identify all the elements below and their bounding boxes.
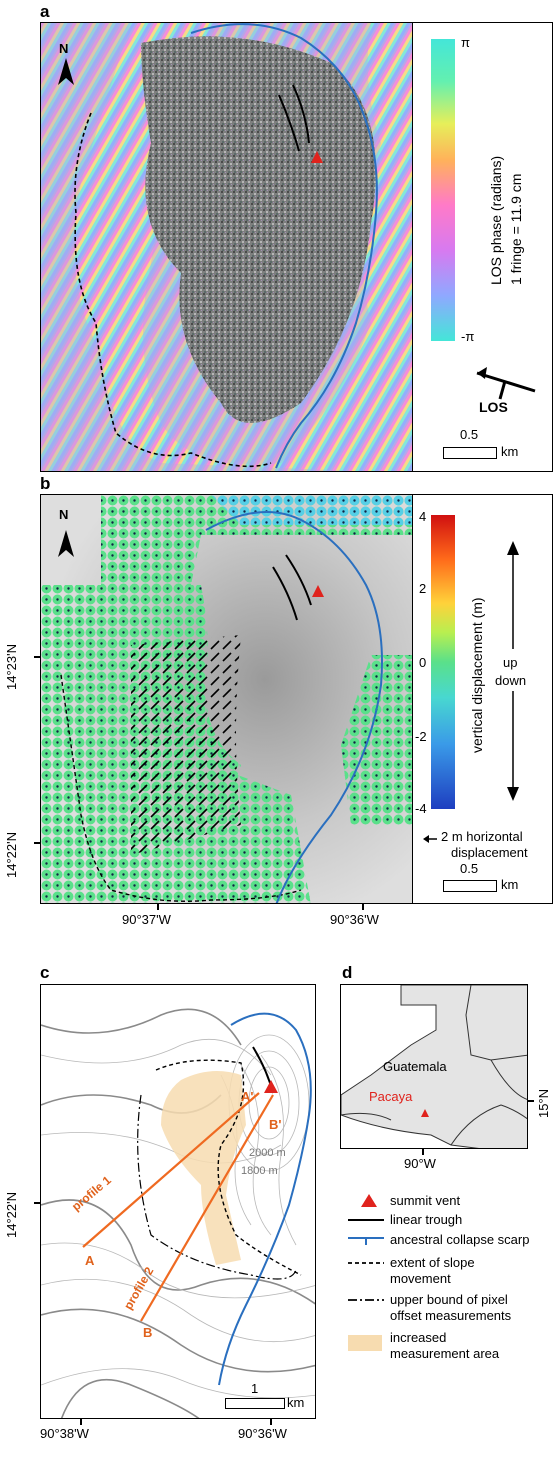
lon-tick-mark-2 xyxy=(362,904,364,910)
scale-unit-a: km xyxy=(501,444,519,459)
panel-a-label: a xyxy=(40,2,50,21)
legend-offset-1: upper bound of pixel xyxy=(390,1292,508,1307)
measurement-area-swatch xyxy=(348,1335,382,1351)
profile-1-line xyxy=(82,1092,260,1248)
down-label: down xyxy=(495,673,527,688)
summit-vent-marker-b xyxy=(312,585,324,597)
legend-area-2: measurement area xyxy=(390,1346,500,1361)
displacement-colorbar xyxy=(431,515,455,809)
contour-2000-label: 2000 m xyxy=(249,1147,286,1159)
panel-a-legend-box: π -π LOS phase (radians) 1 fringe = 11.9… xyxy=(413,22,553,472)
summit-vent-marker xyxy=(311,151,323,163)
north-label-b: N xyxy=(59,507,69,522)
cb-tick-3: -2 xyxy=(415,729,427,744)
scale-value-c: 1 xyxy=(251,1381,259,1396)
topo-svg xyxy=(41,985,315,1418)
legend-offset-2: offset measurements xyxy=(390,1308,512,1323)
colorbar-min: -π xyxy=(461,329,475,344)
interferogram-svg xyxy=(41,23,412,471)
lon-tick-mark-c-1 xyxy=(80,1419,82,1425)
lat-tick-b-2: 14°22'N xyxy=(4,832,19,878)
up-arrow-icon xyxy=(507,541,519,649)
lon-tick-b-2: 90°36'W xyxy=(330,912,379,927)
legend-slope-1: extent of slope xyxy=(390,1255,475,1270)
topo-map: profile 1 profile 2 A A' B B' 2000 m 180… xyxy=(40,984,316,1419)
profile-2-line xyxy=(140,1094,274,1322)
offset-bound-icon xyxy=(348,1299,384,1301)
horizontal-arrow-icon xyxy=(423,835,437,843)
lat-tick-mark-c xyxy=(34,1202,40,1204)
cb-tick-2: 0 xyxy=(419,655,427,670)
lat-tick-b-1: 14°23'N xyxy=(4,644,19,690)
cb-tick-0: 4 xyxy=(419,509,427,524)
scale-value-a: 0.5 xyxy=(460,427,479,442)
legend-summit-vent: summit vent xyxy=(390,1193,461,1208)
legend-slope-2: movement xyxy=(390,1271,451,1286)
cb-tick-4: -4 xyxy=(415,801,427,816)
scale-value-b: 0.5 xyxy=(460,861,479,876)
panel-d-label: d xyxy=(342,963,353,982)
scale-unit-b: km xyxy=(501,877,519,892)
lat-tick-mark-2 xyxy=(34,842,40,844)
location-svg xyxy=(341,985,527,1148)
arrow-label-2: displacement xyxy=(451,845,528,860)
legend-area-1: increased xyxy=(390,1330,447,1345)
legend-scarp: ancestral collapse scarp xyxy=(390,1232,530,1247)
scale-bar-c xyxy=(225,1398,285,1409)
legend-linear-trough: linear trough xyxy=(390,1212,463,1227)
pacaya-label: Pacaya xyxy=(369,1089,413,1104)
displacement-map: N xyxy=(40,494,413,904)
summit-vent-icon xyxy=(361,1194,377,1207)
colorbar-title-1: LOS phase (radians) xyxy=(488,155,504,285)
phase-colorbar xyxy=(431,39,455,341)
scale-bar-b xyxy=(443,880,497,892)
location-map: Guatemala Pacaya xyxy=(340,984,528,1149)
lon-tick-c-1: 90°38'W xyxy=(40,1426,89,1441)
los-label: LOS xyxy=(479,399,508,415)
linear-trough-icon xyxy=(348,1219,384,1221)
panel-c-label: c xyxy=(40,963,50,982)
lat-tick-mark-d xyxy=(528,1100,534,1102)
scarp-icon xyxy=(348,1237,384,1245)
scale-unit-c: km xyxy=(287,1395,305,1410)
cb-tick-1: 2 xyxy=(419,581,427,596)
displacement-colorbar-title: vertical displacement (m) xyxy=(469,597,485,753)
displacement-svg xyxy=(41,495,412,903)
panel-b-label: b xyxy=(40,474,51,493)
lat-tick-mark-1 xyxy=(34,656,40,658)
pacaya-marker xyxy=(421,1109,429,1117)
north-label: N xyxy=(59,41,69,56)
point-A-prime: A' xyxy=(241,1089,254,1104)
north-arrow-icon-b xyxy=(58,530,74,557)
lon-tick-c-2: 90°36'W xyxy=(238,1426,287,1441)
los-arrow-icon xyxy=(476,367,536,400)
point-B-prime: B' xyxy=(269,1117,282,1132)
lat-tick-c: 14°22'N xyxy=(4,1192,19,1238)
lon-tick-mark-c-2 xyxy=(270,1419,272,1425)
point-A: A xyxy=(85,1253,95,1268)
point-B: B xyxy=(143,1325,153,1340)
contour-1800-label: 1800 m xyxy=(241,1165,278,1177)
lat-tick-d: 15°N xyxy=(536,1088,551,1118)
colorbar-title-2: 1 fringe = 11.9 cm xyxy=(508,173,524,285)
north-arrow-icon xyxy=(58,58,74,85)
down-arrow-icon xyxy=(507,691,519,801)
country-label: Guatemala xyxy=(383,1059,447,1074)
lon-tick-b-1: 90°37'W xyxy=(122,912,171,927)
lon-tick-mark-1 xyxy=(157,904,159,910)
scale-bar-a xyxy=(443,447,497,459)
summit-vent-marker-c xyxy=(264,1080,278,1093)
lon-tick-d: 90°W xyxy=(404,1156,436,1171)
slope-movement-icon xyxy=(348,1262,384,1264)
arrow-label-1: 2 m horizontal xyxy=(441,829,523,844)
panel-b-legend-box: 4 2 0 -2 -4 vertical displacement (m) up… xyxy=(413,494,553,904)
colorbar-max: π xyxy=(461,35,470,50)
lon-tick-mark-d xyxy=(422,1149,424,1155)
interferogram-map: N xyxy=(40,22,413,472)
up-label: up xyxy=(503,655,518,670)
